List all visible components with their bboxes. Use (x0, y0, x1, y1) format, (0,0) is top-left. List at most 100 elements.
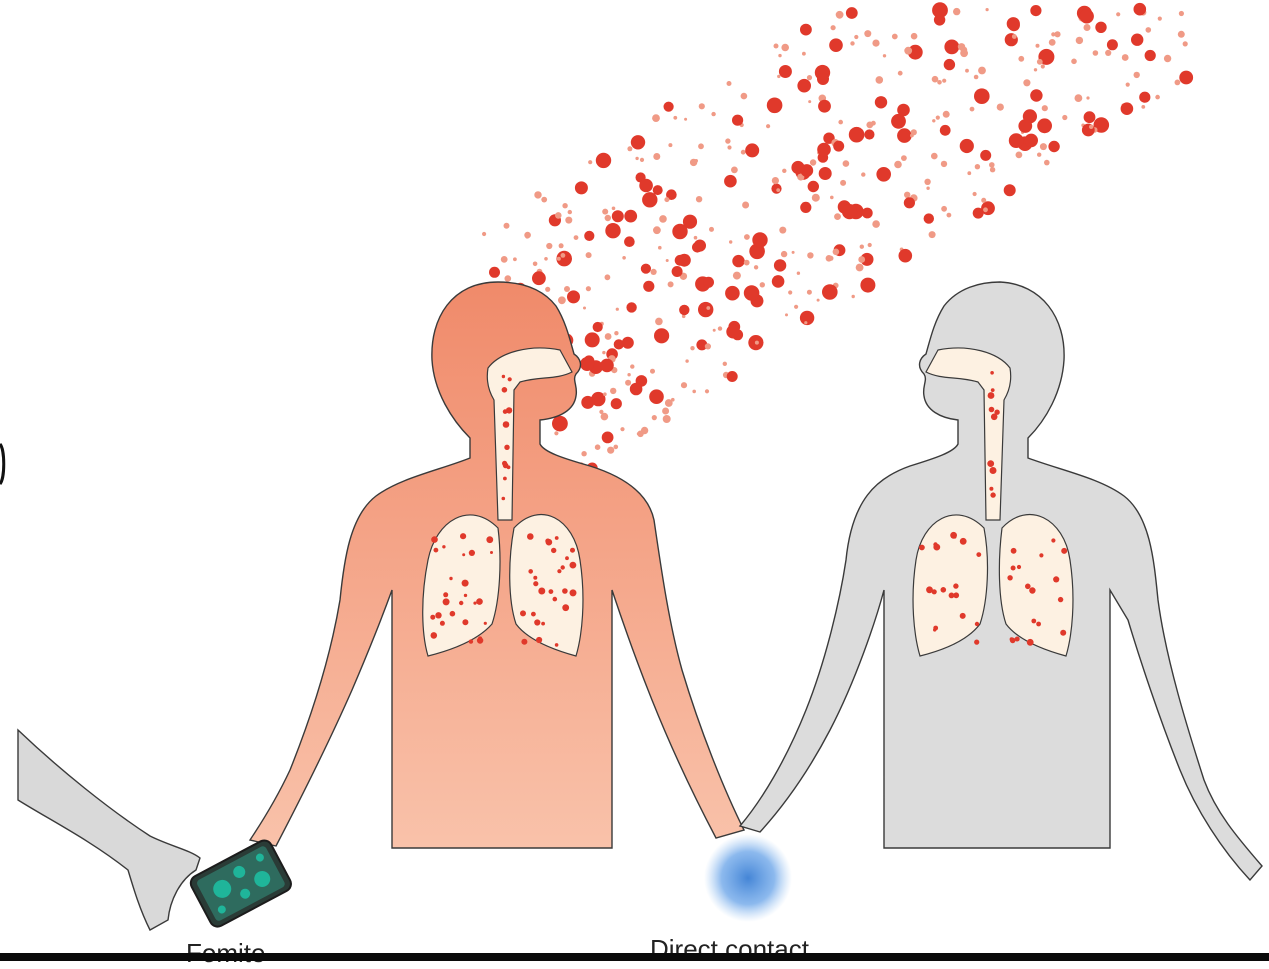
droplet (986, 8, 989, 11)
droplet (671, 398, 675, 402)
droplet (624, 236, 635, 247)
droplet (655, 318, 663, 326)
droplet (620, 427, 624, 431)
virus-dot (435, 612, 441, 618)
droplet (725, 138, 730, 143)
droplet (872, 220, 880, 228)
droplet (772, 177, 779, 184)
droplet (800, 202, 811, 213)
droplet (953, 8, 960, 15)
droplet (675, 255, 686, 266)
droplet (583, 307, 586, 310)
virus-dot (520, 610, 526, 616)
droplet (726, 325, 740, 339)
droplet (610, 388, 616, 394)
droplet (1086, 96, 1089, 99)
droplet (679, 305, 689, 315)
droplet (727, 81, 732, 86)
virus-dot (533, 581, 538, 586)
droplet (850, 41, 854, 45)
droplet (941, 161, 947, 167)
droplet (1178, 31, 1185, 38)
virus-dot (555, 536, 559, 540)
droplet (876, 76, 884, 84)
droplet (1158, 17, 1162, 21)
droplet (602, 351, 605, 354)
virus-dot (1007, 575, 1012, 580)
droplet (876, 167, 891, 182)
virus-dot (508, 377, 512, 381)
droplet (640, 158, 644, 162)
droplet (1040, 143, 1047, 150)
virus-dot (991, 388, 995, 392)
droplet (1089, 125, 1093, 129)
virus-dot (533, 576, 537, 580)
droplet (804, 321, 807, 324)
droplet (788, 290, 792, 294)
virus-dot (528, 569, 533, 574)
droplet (779, 227, 786, 234)
droplet (1121, 102, 1134, 115)
droplet (600, 359, 614, 373)
fomite-arm (18, 730, 200, 930)
droplet (513, 257, 517, 261)
virus-dot (434, 548, 439, 553)
droplet (1175, 80, 1181, 86)
droplet (1023, 79, 1030, 86)
droplet (941, 206, 947, 212)
droplet (694, 236, 698, 240)
virus-dot (994, 410, 999, 415)
droplet (586, 286, 591, 291)
virus-dot (534, 619, 540, 625)
droplet (627, 146, 632, 151)
droplet (625, 380, 631, 386)
droplet (673, 116, 677, 120)
droplet (1044, 160, 1050, 166)
droplet (1107, 39, 1118, 50)
droplet (1024, 134, 1038, 148)
virus-dot (990, 467, 997, 474)
droplet (696, 196, 702, 202)
droplet (614, 331, 618, 335)
droplet (831, 25, 836, 30)
virus-dot (443, 598, 450, 605)
droplet (822, 284, 838, 300)
virus-dot (450, 611, 456, 617)
droplet (897, 128, 912, 143)
droplet (990, 167, 995, 172)
droplet (892, 34, 898, 40)
droplet (942, 79, 946, 83)
droplet (630, 364, 634, 368)
virus-dot (562, 588, 568, 594)
droplet (725, 286, 740, 301)
droplet (489, 267, 500, 278)
droplet (1084, 24, 1091, 31)
droplet (723, 362, 727, 366)
droplet (652, 415, 657, 420)
droplet (1034, 68, 1037, 71)
droplet (944, 40, 959, 55)
droplet (864, 30, 871, 37)
droplet (856, 264, 864, 272)
virus-dot (933, 542, 937, 546)
droplet (575, 181, 588, 194)
droplet (965, 69, 969, 73)
droplet (505, 275, 512, 282)
virus-dot (960, 538, 967, 545)
virus-dot (1025, 584, 1031, 590)
droplet (605, 274, 611, 280)
droplet (698, 143, 704, 149)
droplet (777, 75, 780, 78)
virus-dot (502, 387, 508, 393)
virus-dot (1061, 548, 1067, 554)
droplet (1075, 94, 1083, 102)
droplet (1139, 92, 1150, 103)
droplet (1116, 12, 1120, 16)
droplet (983, 207, 988, 212)
droplet (684, 118, 687, 121)
droplet (846, 7, 858, 19)
droplet (713, 329, 716, 332)
virus-dot (1051, 538, 1055, 542)
droplet (778, 54, 781, 57)
